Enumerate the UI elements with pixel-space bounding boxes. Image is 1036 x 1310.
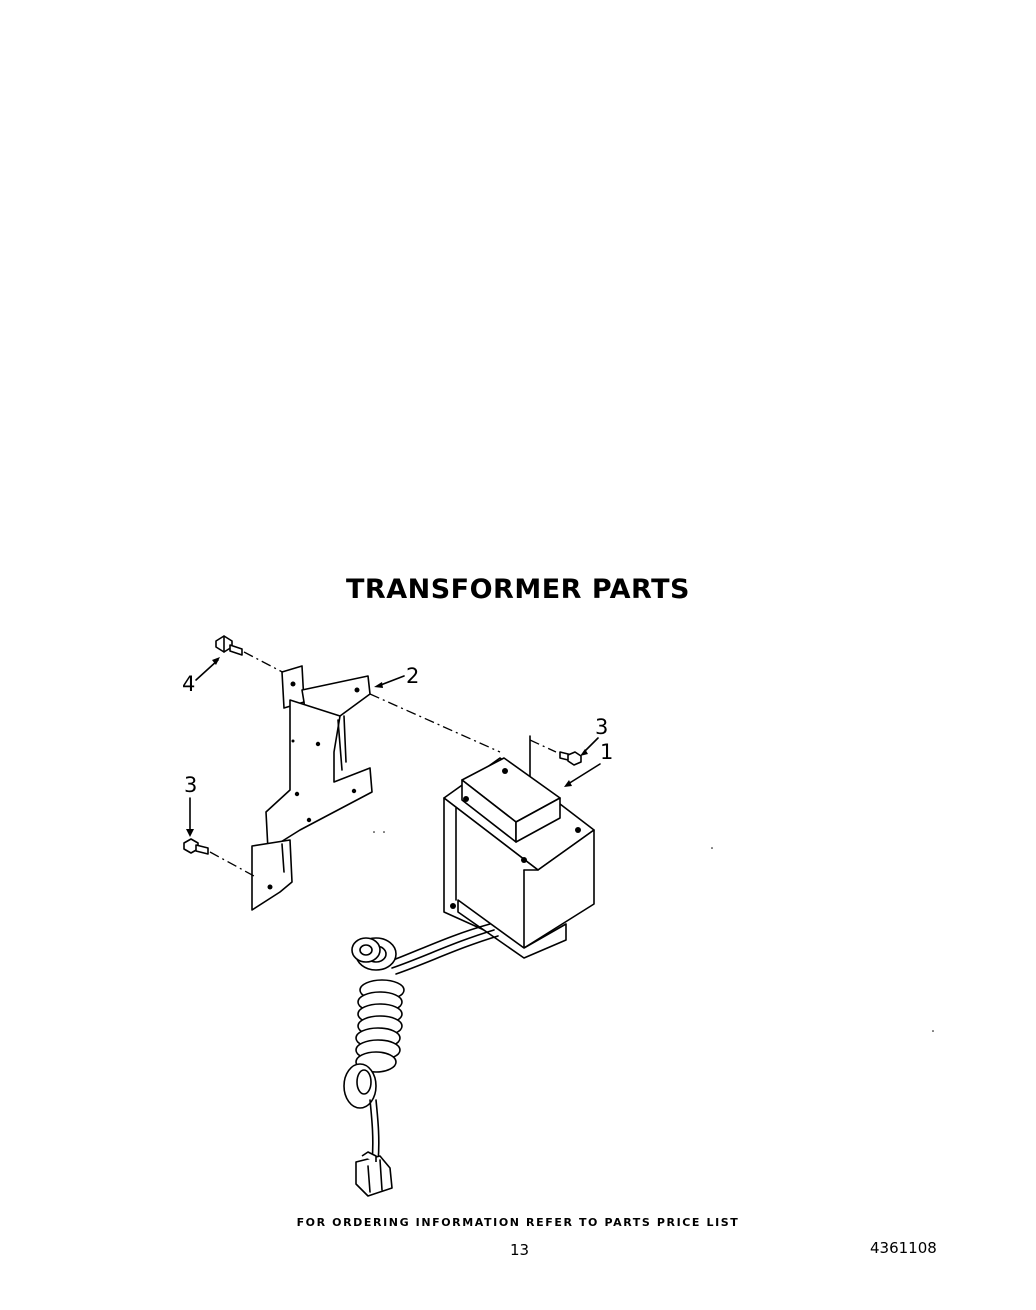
speck [711,847,713,849]
screw-part-3-left [183,838,209,855]
arrow-part-1 [567,763,601,785]
speck [932,1030,934,1032]
screw-part-4 [215,635,243,656]
speck [373,831,375,833]
callout-3-left: 3 [184,773,197,797]
page-title: TRANSFORMER PARTS [346,574,690,605]
arrowhead-part-2 [374,682,383,688]
page-number: 13 [510,1241,530,1259]
callout-3-right: 3 [595,715,608,739]
leader-line-part-3-left [209,851,255,877]
callout-2: 2 [406,664,419,688]
arrowhead-part-3-left [186,829,194,837]
screw-part-3-right [559,751,582,766]
arrow-part-4 [195,659,219,681]
arrow-part-3-right [583,737,599,753]
coiled-lead-wire [343,923,499,1163]
mounting-bracket-part-2 [251,665,373,911]
callout-1: 1 [600,740,613,764]
arrowhead-part-3-right [580,749,588,756]
transformer-part-1 [443,757,595,959]
wire-connector [355,1151,393,1197]
leader-line-bracket [369,693,501,753]
arrowhead-part-1 [564,780,572,787]
document-number: 4361108 [870,1239,937,1257]
speck [383,831,385,833]
arrowhead-part-4 [212,657,220,665]
leader-line-part-3-right [529,739,557,753]
callout-4: 4 [182,672,195,696]
ordering-information-note: FOR ORDERING INFORMATION REFER TO PARTS … [296,1216,740,1229]
